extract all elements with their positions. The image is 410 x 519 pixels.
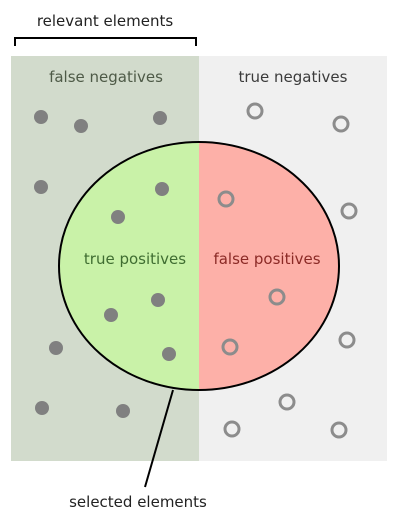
filled-dot <box>162 347 176 361</box>
filled-dot <box>155 182 169 196</box>
true-negatives-label: true negatives <box>239 68 348 86</box>
true-positives-region <box>59 142 199 390</box>
filled-dot <box>34 180 48 194</box>
hollow-dot <box>217 190 235 208</box>
hollow-dot <box>221 338 239 356</box>
filled-dot <box>153 111 167 125</box>
hollow-dots <box>217 102 358 439</box>
relevant-elements-label: relevant elements <box>37 12 174 30</box>
filled-dot <box>151 293 165 307</box>
hollow-dot <box>338 331 356 349</box>
filled-dot <box>74 119 88 133</box>
false-negatives-label: false negatives <box>49 68 163 86</box>
filled-dot <box>116 404 130 418</box>
false-positives-region <box>199 142 339 390</box>
hollow-dot <box>223 420 241 438</box>
hollow-dot <box>246 102 264 120</box>
selected-elements-label: selected elements <box>69 493 207 511</box>
filled-dot <box>104 308 118 322</box>
hollow-dot <box>268 288 286 306</box>
true-positives-label: true positives <box>84 250 186 268</box>
selected-elements-pointer <box>144 389 174 488</box>
hollow-dot <box>340 202 358 220</box>
filled-dot <box>49 341 63 355</box>
hollow-dot <box>330 421 348 439</box>
false-positives-label: false positives <box>213 250 320 268</box>
filled-dot <box>35 401 49 415</box>
filled-dot <box>111 210 125 224</box>
hollow-dot <box>332 115 350 133</box>
relevant-elements-bracket <box>14 37 197 46</box>
selected-elements-circle <box>58 141 340 391</box>
filled-dot <box>34 110 48 124</box>
hollow-dot <box>278 393 296 411</box>
filled-dots <box>34 110 176 418</box>
